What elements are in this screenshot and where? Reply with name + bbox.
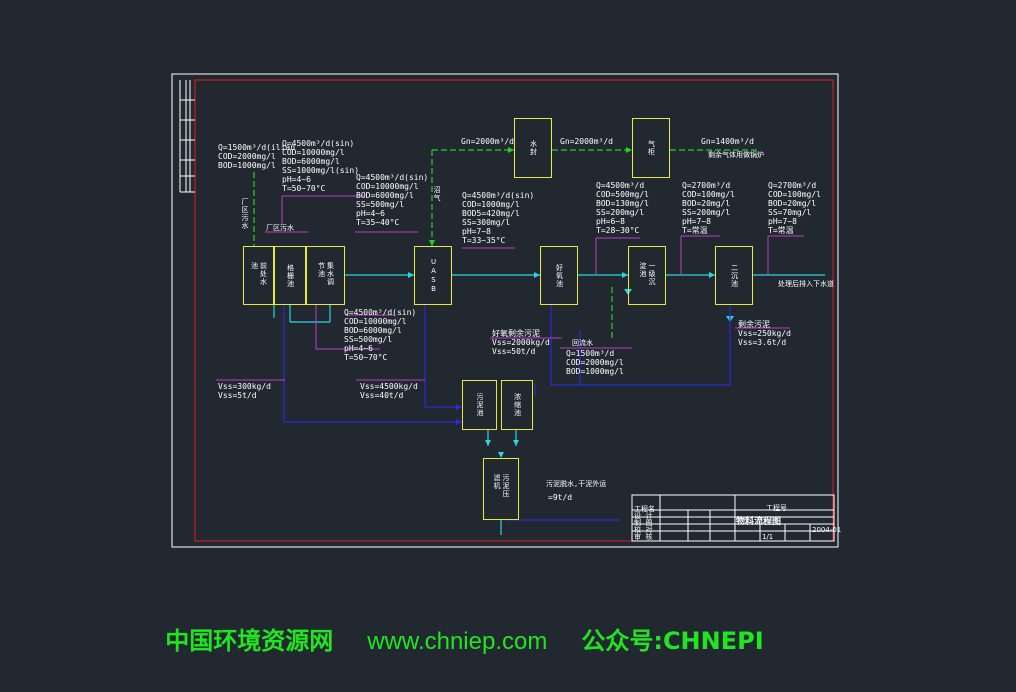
uasb-inflow-params: Q=4500m³/d(sin) COD=10000mg/l BOD=6000mg… bbox=[356, 173, 429, 227]
filter-press-box: 污泥压滤机 bbox=[483, 458, 519, 520]
title-block-row-2: 设 计 bbox=[634, 512, 653, 520]
sludge-pool-label: 污泥池 bbox=[476, 393, 484, 417]
sludge-arrows bbox=[456, 404, 462, 425]
title-block-row-5: 审 核 bbox=[634, 533, 653, 541]
leader-lines bbox=[216, 195, 804, 381]
inflow-1-source: 厂区污水 bbox=[241, 198, 249, 230]
title-block-lines bbox=[631, 494, 835, 542]
title-block-project: 工程号 bbox=[766, 504, 787, 512]
title-block-drawing-name: 物料流程图 bbox=[736, 517, 782, 527]
sludge-uasb: Vss=4500kg/d Vss=40t/d bbox=[360, 382, 418, 400]
pretreat-pool-box: 前处水池 bbox=[243, 246, 274, 305]
title-block-row-1: 工程名 bbox=[634, 505, 655, 513]
settling-2-outflow-params: Q=2700m³/d COD=100mg/l BOD=20mg/l SS=70m… bbox=[768, 181, 821, 235]
filter-press-label: 污泥压滤机 bbox=[493, 474, 510, 498]
gas-holder-box: 气柜 bbox=[632, 118, 670, 178]
uasb-outflow-params: Q=4500m³/d(sin) COD=1000mg/l BOD5=420mg/… bbox=[462, 191, 535, 245]
drawing-border bbox=[194, 79, 834, 542]
gas-flow-1: Gn=2000m³/d bbox=[461, 137, 514, 146]
gas-flow-3: Gn=1400m³/d bbox=[701, 137, 754, 146]
title-block-row-4: 校 对 bbox=[634, 526, 653, 534]
secondary-settling-label: 二沉池 bbox=[730, 263, 739, 288]
title-block-sheet: 1/1 bbox=[762, 533, 774, 541]
sludge-secondary: 剩余污泥 Vss=250kg/d Vss=3.6t/d bbox=[738, 320, 791, 347]
sludge-cake-qty: =9t/d bbox=[548, 493, 573, 502]
secondary-settling-box: 二沉池 bbox=[715, 246, 753, 305]
water-seal-box: 水封 bbox=[514, 118, 552, 178]
aerobic-pool-box: 好氧池 bbox=[540, 246, 578, 305]
settling-1-outflow-params: Q=2700m³/d COD=100mg/l BOD=20mg/l SS=200… bbox=[682, 181, 735, 235]
primary-settling-label: 一级沉淀池 bbox=[639, 261, 656, 286]
title-block-row-3: 制 图 bbox=[634, 519, 653, 527]
inflow-2-source: 厂区污水 bbox=[266, 224, 294, 232]
footer-watermark: 中国环境资源网 www.chniep.com 公众号:CHNEPI bbox=[150, 593, 798, 656]
footer-url: www.chniep.com bbox=[367, 628, 548, 655]
equalization-pool-label: 集水调节池 bbox=[317, 261, 335, 286]
aerobic-pool-label: 好氧池 bbox=[555, 263, 564, 288]
gas-flow-2: Gn=2000m³/d bbox=[560, 137, 613, 146]
sludge-pretreat: Vss=300kg/d Vss=5t/d bbox=[218, 382, 271, 400]
footer-org: 中国环境资源网 bbox=[165, 627, 334, 655]
screen-pool-label: 格栅池 bbox=[286, 263, 295, 288]
water-seal-label: 水封 bbox=[529, 140, 538, 156]
primary-settling-box: 一级沉淀池 bbox=[628, 246, 666, 305]
uasb-label: UASB bbox=[429, 257, 438, 294]
gas-lines bbox=[253, 149, 760, 340]
pretreat-mid-params: Q=4500m³/d(sin) COD=10000mg/l BOD=6000mg… bbox=[344, 308, 417, 362]
title-block-code: 2004-01 bbox=[812, 526, 842, 534]
discharge-note: 处理后排入下水道 bbox=[778, 280, 834, 288]
sludge-aerobic: 好氧剩余污泥 Vss=2000kg/d Vss=50t/d bbox=[492, 329, 550, 356]
drawing-frame bbox=[171, 73, 839, 548]
biogas-label: 沼气 bbox=[433, 186, 441, 202]
reflux-params: Q=1500m³/d COD=2000mg/l BOD=1000mg/l bbox=[566, 349, 624, 376]
equalization-pool-box: 集水调节池 bbox=[306, 246, 345, 305]
gas-arrows bbox=[429, 147, 632, 246]
title-strip bbox=[179, 80, 195, 193]
water-lines bbox=[273, 274, 825, 535]
sludge-pool-box: 污泥池 bbox=[462, 380, 497, 430]
thickener-label: 浓缩池 bbox=[513, 393, 522, 417]
footer-wechat: 公众号:CHNEPI bbox=[581, 627, 764, 655]
screen-pool-box: 格栅池 bbox=[274, 246, 306, 305]
gas-use-note: 剩余气体用做锅炉 bbox=[708, 151, 764, 159]
inflow-1-params: Q=1500m³/d(ilian COD=2000mg/l BOD=1000mg… bbox=[218, 143, 296, 170]
pretreat-pool-label: 前处水池 bbox=[250, 261, 268, 286]
sludge-lines bbox=[283, 305, 731, 521]
gas-holder-label: 气柜 bbox=[647, 140, 656, 156]
uasb-box: UASB bbox=[414, 246, 452, 305]
thickener-box: 浓缩池 bbox=[501, 380, 533, 430]
aerobic-outflow-params: Q=4500m³/d COD=500mg/l BOD=130mg/l SS=20… bbox=[596, 181, 649, 235]
sludge-cake-note: 污泥脱水,干泥外运 bbox=[546, 480, 607, 488]
reflux-label: 回流水 bbox=[572, 339, 593, 347]
inflow-2-params: Q=4500m³/d(sin) COD=10000mg/l BOD=6000mg… bbox=[282, 139, 360, 193]
